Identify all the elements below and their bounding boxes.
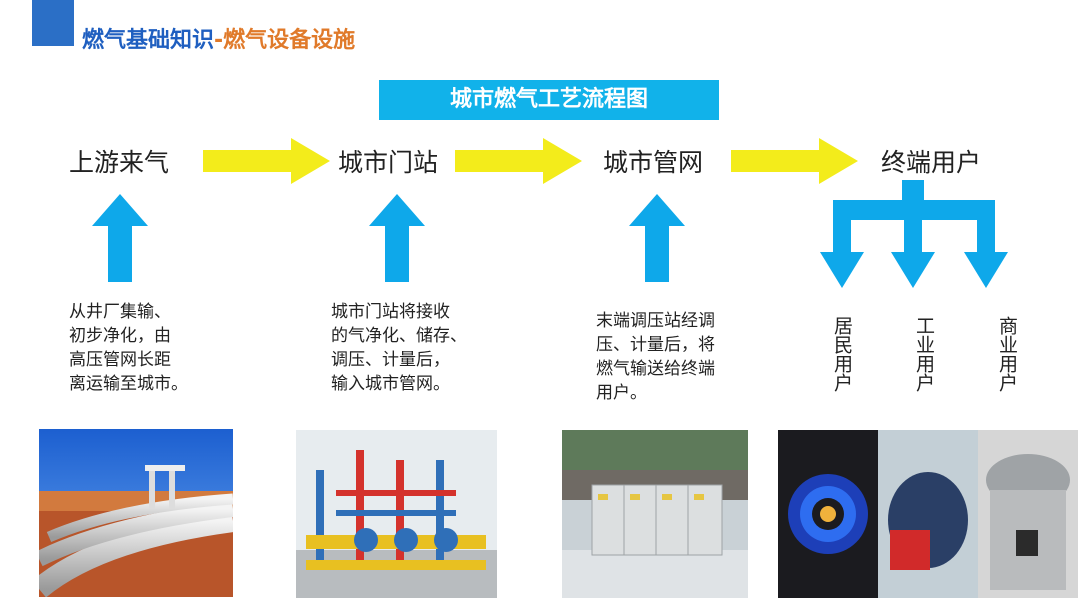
header-accent-block [32, 0, 74, 46]
desc-city-gate: 城市门站将接收 的气净化、储存、 调压、计量后， 输入城市管网。 [331, 302, 467, 394]
title-sub: 燃气设备设施 [223, 28, 356, 53]
photo-end-users [778, 430, 1078, 598]
stage-upstream: 上游来气 [69, 148, 170, 177]
up-arrow-1 [92, 194, 148, 282]
flow-arrow-1 [203, 138, 330, 184]
up-arrow-3 [629, 194, 685, 282]
photo-pipeline [39, 429, 233, 597]
desc-city-network: 末端调压站经调 压、计量后，将 燃气输送给终端 用户。 [596, 311, 715, 403]
title-separator: - [214, 28, 224, 53]
branch-arrow [820, 180, 1008, 288]
stage-end-user: 终端用户 [881, 148, 982, 177]
photo-regulator-station [562, 430, 748, 598]
page-title: 燃气基础知识-燃气设备设施 [82, 22, 355, 54]
desc-upstream: 从井厂集输、 初步净化，由 高压管网长距 离运输至城市。 [69, 302, 188, 394]
up-arrow-2 [369, 194, 425, 282]
photo-gate-station [296, 430, 497, 598]
title-main: 燃气基础知识 [82, 28, 215, 53]
stage-city-gate: 城市门站 [338, 148, 439, 177]
user-type-industrial: 工业用户 [913, 316, 935, 392]
flow-arrow-3 [731, 138, 858, 184]
diagram-banner: 城市燃气工艺流程图 [379, 80, 719, 120]
user-type-commercial: 商业用户 [996, 316, 1018, 392]
stage-city-network: 城市管网 [603, 148, 704, 177]
user-type-residential: 居民用户 [831, 316, 853, 392]
flow-arrow-2 [455, 138, 582, 184]
